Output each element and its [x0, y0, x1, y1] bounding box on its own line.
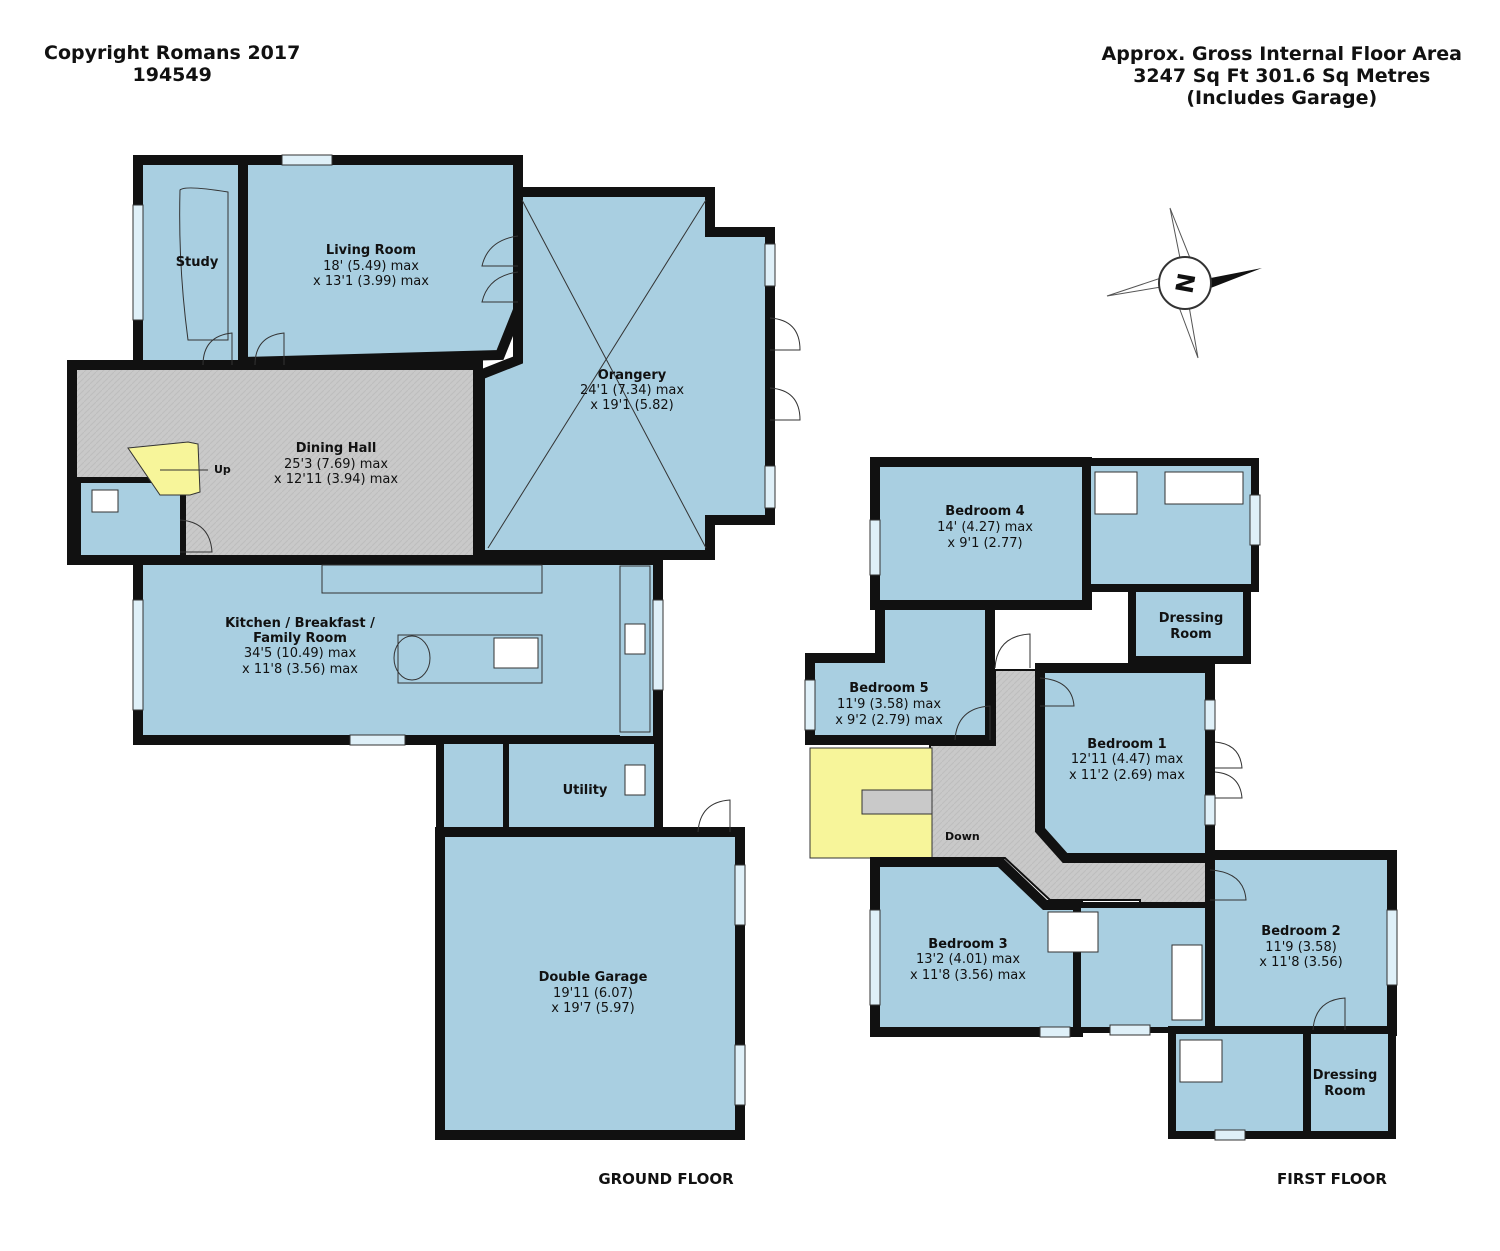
- bedroom-2-dim2: x 11'8 (3.56): [1259, 955, 1342, 970]
- living-room-label: Living Room: [326, 243, 416, 258]
- garage-label: Double Garage: [539, 970, 648, 985]
- window: [132, 204, 144, 321]
- bedroom-4-dim1: 14' (4.27) max: [937, 520, 1033, 535]
- floor-area-value: 3247 Sq Ft 301.6 Sq Metres: [1133, 65, 1431, 87]
- compass-rose-icon: N: [1106, 207, 1262, 359]
- dining-hall-dim1: 25'3 (7.69) max: [284, 457, 388, 472]
- bedroom-1-dim2: x 11'2 (2.69) max: [1069, 768, 1185, 783]
- bedroom-2-dim1: 11'9 (3.58): [1265, 940, 1337, 955]
- bedroom-3-dim1: 13'2 (4.01) max: [916, 952, 1020, 967]
- utility-label: Utility: [563, 783, 608, 798]
- bedroom-2-label: Bedroom 2: [1261, 924, 1340, 939]
- up-label: Up: [214, 463, 231, 476]
- down-label: Down: [945, 830, 980, 843]
- kitchen-label-2: Family Room: [253, 631, 347, 646]
- window: [734, 1044, 746, 1106]
- window: [1039, 1026, 1071, 1038]
- living-room: [238, 155, 523, 368]
- window: [1249, 494, 1261, 546]
- window: [652, 599, 664, 691]
- dressing-room-2-label-1: Dressing: [1313, 1068, 1378, 1083]
- window: [1109, 1024, 1151, 1036]
- bedroom-4-label: Bedroom 4: [945, 504, 1024, 519]
- double-garage: [435, 827, 745, 1140]
- bedroom-4-dim2: x 9'1 (2.77): [947, 536, 1022, 551]
- orangery-dim1: 24'1 (7.34) max: [580, 383, 684, 398]
- reference-number: 194549: [132, 64, 212, 86]
- copyright-text: Copyright Romans 2017: [44, 42, 301, 64]
- bedroom-5: [805, 600, 995, 745]
- bedroom-1: [1035, 663, 1215, 863]
- dressing-room-2-label-2: Room: [1324, 1084, 1365, 1099]
- first-floor-label: FIRST FLOOR: [1277, 1170, 1387, 1188]
- orangery-room: [475, 187, 775, 560]
- floor-area-title: Approx. Gross Internal Floor Area: [1101, 43, 1462, 65]
- garage-dim2: x 19'7 (5.97): [551, 1001, 634, 1016]
- garage-dim1: 19'11 (6.07): [553, 986, 633, 1001]
- window: [869, 909, 881, 1006]
- floor-area-block: Approx. Gross Internal Floor Area 3247 S…: [1102, 43, 1462, 109]
- ground-floor-plan: [67, 154, 801, 1140]
- living-room-dim1: 18' (5.49) max: [323, 259, 419, 274]
- study-label: Study: [176, 255, 219, 270]
- bedroom-5-label: Bedroom 5: [849, 681, 928, 696]
- window: [869, 519, 881, 576]
- kitchen-label-1: Kitchen / Breakfast /: [225, 616, 375, 631]
- bedroom-1-label: Bedroom 1: [1087, 737, 1166, 752]
- ground-floor-stairs: [127, 441, 201, 496]
- bedroom-3-label: Bedroom 3: [928, 937, 1007, 952]
- window: [1204, 699, 1216, 731]
- bedroom-1-dim1: 12'11 (4.47) max: [1071, 752, 1184, 767]
- window: [281, 154, 333, 166]
- window: [132, 599, 144, 711]
- dining-hall-label: Dining Hall: [296, 441, 377, 456]
- kitchen-dim2: x 11'8 (3.56) max: [242, 662, 358, 677]
- copyright-block: Copyright Romans 2017 194549: [44, 42, 300, 86]
- window: [734, 864, 746, 926]
- bedroom-5-dim1: 11'9 (3.58) max: [837, 697, 941, 712]
- dressing-room-1-label-2: Room: [1170, 627, 1211, 642]
- dressing-room-2: [1303, 1026, 1396, 1139]
- orangery-label: Orangery: [598, 368, 667, 383]
- dressing-room-1: [1128, 584, 1251, 664]
- window: [764, 243, 776, 287]
- ground-floor-label: GROUND FLOOR: [598, 1170, 734, 1188]
- dining-hall-dim2: x 12'11 (3.94) max: [274, 472, 398, 487]
- window: [804, 679, 816, 731]
- bedroom-2: [1205, 850, 1397, 1036]
- first-floor-plan: [804, 457, 1398, 1141]
- bedroom-3-dim2: x 11'8 (3.56) max: [910, 968, 1026, 983]
- window: [1204, 794, 1216, 826]
- window: [1386, 909, 1398, 986]
- living-room-dim2: x 13'1 (3.99) max: [313, 274, 429, 289]
- dressing-room-1-label-1: Dressing: [1159, 611, 1224, 626]
- bedroom-5-dim2: x 9'2 (2.79) max: [835, 713, 943, 728]
- window: [349, 734, 406, 746]
- window: [1214, 1129, 1246, 1141]
- kitchen-dim1: 34'5 (10.49) max: [244, 646, 357, 661]
- compass-letter: N: [1170, 271, 1201, 296]
- window: [764, 465, 776, 509]
- orangery-dim2: x 19'1 (5.82): [590, 398, 673, 413]
- floor-area-note: (Includes Garage): [1186, 87, 1378, 109]
